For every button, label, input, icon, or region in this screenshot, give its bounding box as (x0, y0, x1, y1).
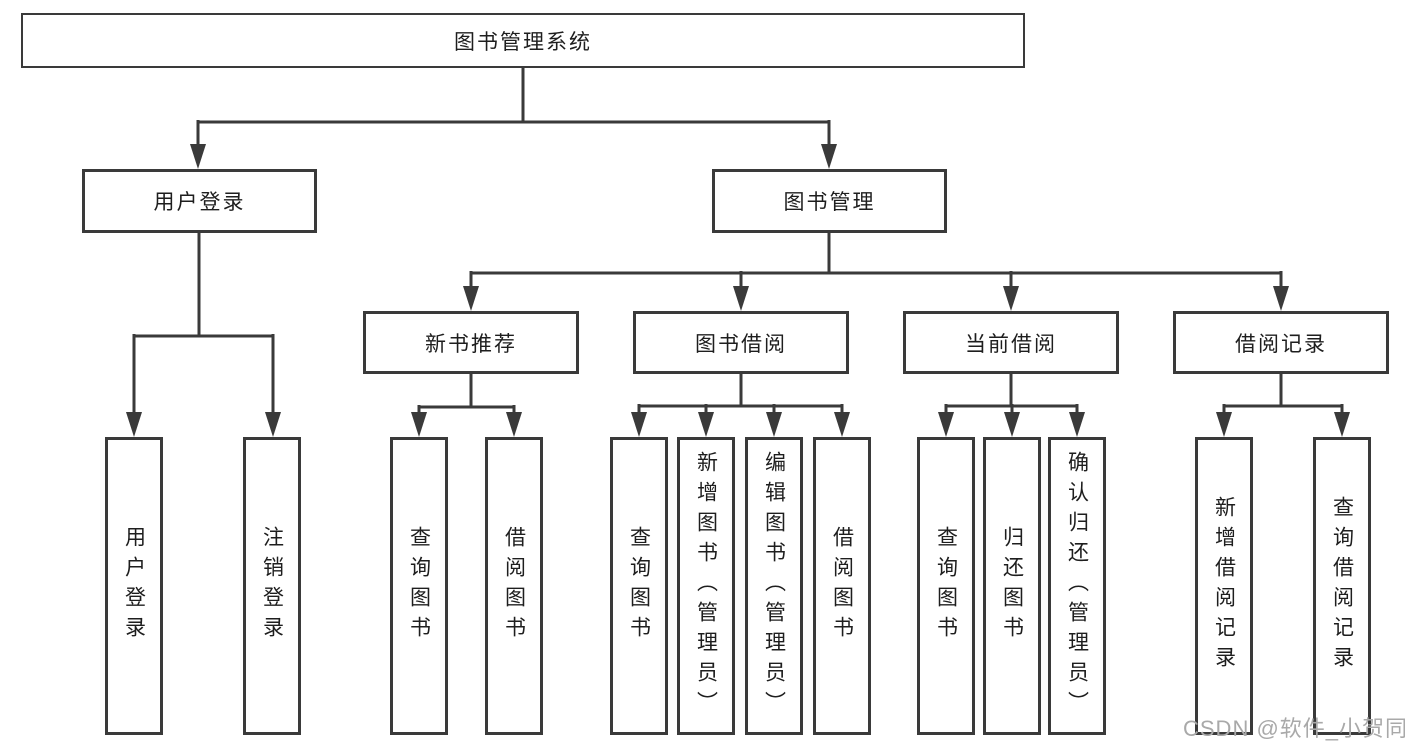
leaf-borrow-query-books: 查询图书 (610, 437, 668, 735)
node-user-login: 用户登录 (82, 169, 317, 233)
leaf-records-add-record: 新增借阅记录 (1195, 437, 1253, 735)
node-book-borrow: 图书借阅 (633, 311, 849, 374)
node-label: 编辑图书（管理员） (762, 451, 786, 721)
node-label: 新书推荐 (425, 332, 517, 356)
leaf-recommend-query-books: 查询图书 (390, 437, 448, 735)
node-label: 借阅图书 (502, 526, 526, 646)
leaf-borrow-add-books-admin: 新增图书（管理员） (677, 437, 735, 735)
leaf-records-query-record: 查询借阅记录 (1313, 437, 1371, 735)
node-label: 图书管理系统 (454, 30, 592, 54)
node-current-borrow: 当前借阅 (903, 311, 1119, 374)
node-label: 图书借阅 (695, 332, 787, 356)
node-borrow-records: 借阅记录 (1173, 311, 1389, 374)
node-label: 新增图书（管理员） (694, 451, 718, 721)
node-book-management: 图书管理 (712, 169, 947, 233)
leaf-borrow-edit-books-admin: 编辑图书（管理员） (745, 437, 803, 735)
node-label: 借阅图书 (830, 526, 854, 646)
node-label: 查询图书 (934, 526, 958, 646)
node-new-book-recommend: 新书推荐 (363, 311, 579, 374)
leaf-current-confirm-return-admin: 确认归还（管理员） (1048, 437, 1106, 735)
leaf-user-login: 用户登录 (105, 437, 163, 735)
node-label: 借阅记录 (1235, 332, 1327, 356)
leaf-logout: 注销登录 (243, 437, 301, 735)
node-label: 用户登录 (122, 526, 146, 646)
node-label: 归还图书 (1000, 526, 1024, 646)
leaf-borrow-borrow-books: 借阅图书 (813, 437, 871, 735)
node-label: 确认归还（管理员） (1065, 451, 1089, 721)
node-label: 当前借阅 (965, 332, 1057, 356)
node-label: 注销登录 (260, 526, 284, 646)
node-label: 图书管理 (783, 191, 876, 214)
node-library-management-system: 图书管理系统 (21, 13, 1025, 68)
leaf-current-return-books: 归还图书 (983, 437, 1041, 735)
node-label: 查询图书 (627, 526, 651, 646)
csdn-watermark: CSDN @软件_小贺同学 (1183, 716, 1405, 741)
leaf-current-query-books: 查询图书 (917, 437, 975, 735)
node-label: 查询借阅记录 (1330, 496, 1354, 676)
node-label: 查询图书 (407, 526, 431, 646)
node-label: 用户登录 (153, 191, 246, 214)
leaf-recommend-borrow-books: 借阅图书 (485, 437, 543, 735)
node-label: 新增借阅记录 (1212, 496, 1236, 676)
